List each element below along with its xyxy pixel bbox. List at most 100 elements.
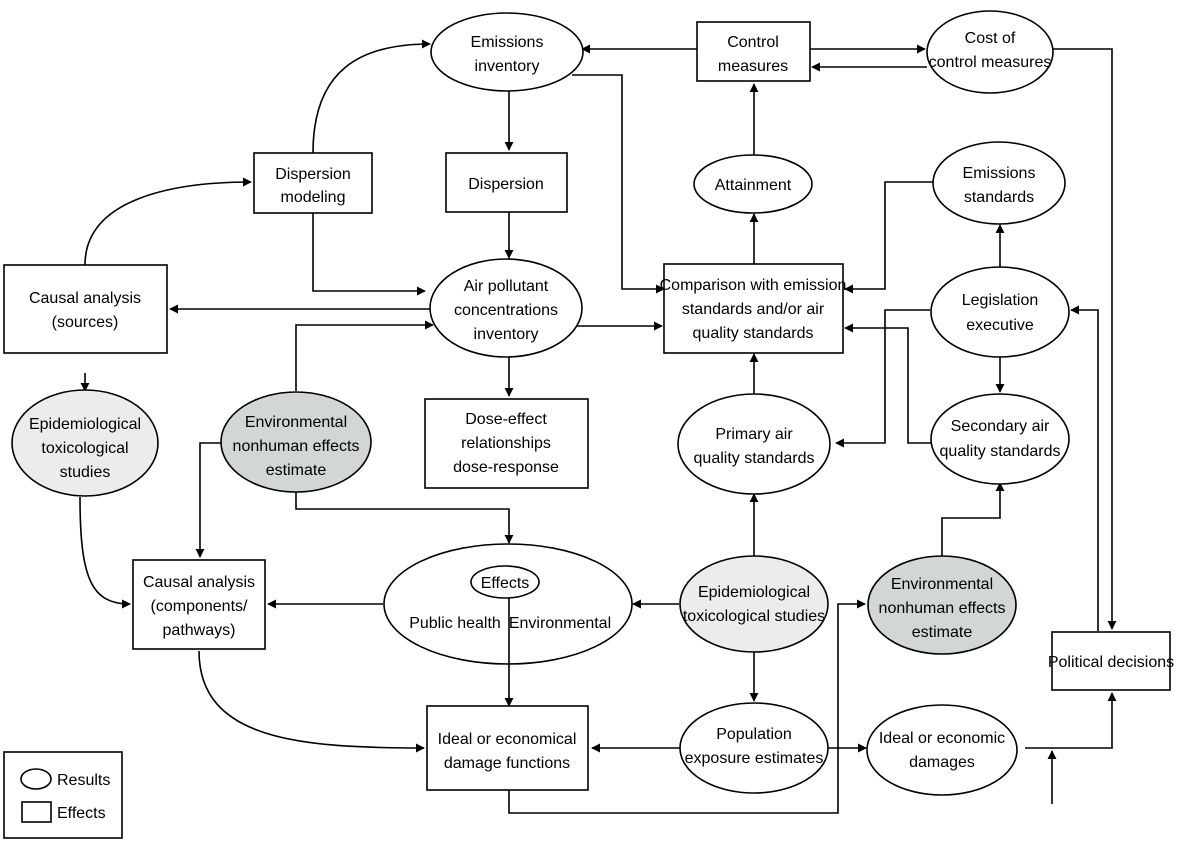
edge-modeling-to-air — [312, 213, 426, 296]
label-line: Dispersion — [468, 176, 544, 193]
label-line: quality standards — [940, 443, 1061, 460]
connectors — [79, 39, 1117, 814]
label-line: relationships — [461, 435, 551, 452]
edge-envleft-to-effects — [295, 482, 514, 544]
legend-box — [3, 751, 123, 839]
label-line: Dispersion — [275, 166, 351, 183]
label-line: Air pollutant — [464, 278, 549, 295]
node-dispersion-modeling: Dispersion modeling — [253, 152, 373, 214]
node-damages: Ideal or economic damages — [866, 704, 1018, 796]
label-public-health: Public health — [409, 615, 501, 632]
label-line: exposure estimates — [685, 750, 824, 767]
node-air-pollutant: Air pollutant concentrations inventory — [429, 258, 583, 358]
legend-effects-icon — [21, 801, 52, 823]
label-line: quality standards — [694, 450, 815, 467]
edge-secondary-to-comparison — [844, 323, 936, 444]
node-control-measures: Control measures — [696, 21, 811, 82]
label-line: damages — [909, 754, 975, 771]
label-line: Ideal or economic — [879, 730, 1005, 747]
label-line: standards — [964, 189, 1034, 206]
node-political-decisions: Political decisions — [1048, 631, 1174, 691]
label-line: toxicological — [41, 440, 128, 457]
node-population: Population exposure estimates — [679, 702, 829, 794]
node-dose-effect: Dose-effect relationships dose-response — [424, 398, 589, 489]
label-line: standards and/or air — [682, 301, 825, 318]
edge-envleft-to-components — [195, 442, 222, 558]
node-comparison: Comparison with emission standards and/o… — [660, 263, 847, 354]
legend: Results Effects — [3, 751, 123, 839]
label-line: Causal analysis — [29, 290, 141, 307]
label-line: inventory — [475, 58, 540, 75]
label-line: Primary air — [715, 426, 793, 443]
label-line: estimate — [912, 624, 973, 641]
node-causal-components: Causal analysis (components/ pathways) — [132, 559, 266, 650]
node-environmental-right: Environmental nonhuman effects estimate — [867, 555, 1017, 655]
label-line: Control — [727, 34, 779, 51]
label-line: dose-response — [453, 459, 559, 476]
label-environmental: Environmental — [509, 615, 611, 632]
label-line: (components/ — [151, 598, 248, 615]
node-secondary-aqs: Secondary air quality standards — [930, 393, 1070, 485]
edge-legislation-to-primary — [835, 309, 930, 448]
label-line: nonhuman effects — [233, 438, 360, 455]
node-cost-control: Cost of control measures — [926, 10, 1054, 94]
label-line: modeling — [281, 189, 346, 206]
label-line: estimate — [266, 462, 327, 479]
node-primary-aqs: Primary air quality standards — [677, 393, 831, 495]
node-attainment: Attainment — [693, 154, 813, 214]
label-line: nonhuman effects — [879, 600, 1006, 617]
label-line: Ideal or economical — [438, 731, 577, 748]
edge-sources-to-modeling — [84, 177, 252, 266]
edge-political-to-legislation — [1070, 305, 1099, 631]
label-line: Environmental — [245, 414, 347, 431]
edge-damage-to-envright — [508, 599, 866, 814]
node-effects — [470, 565, 540, 599]
legend-results-label: Results — [57, 772, 110, 789]
node-epidemiological-left: Epidemiological toxicological studies — [11, 389, 159, 497]
label-line: quality standards — [693, 325, 814, 342]
node-damage-functions: Ideal or economical damage functions — [426, 705, 589, 791]
node-environmental-left: Environmental nonhuman effects estimate — [220, 391, 372, 493]
edge-epi-to-components — [79, 496, 131, 609]
node-effects-group: Effects Public health Environmental — [383, 543, 633, 665]
label-line: Emissions — [963, 165, 1036, 182]
label-line: Comparison with emission — [660, 277, 847, 294]
node-dispersion: Dispersion — [445, 152, 568, 213]
label-line: Attainment — [715, 177, 792, 194]
label-line: studies — [60, 464, 111, 481]
label-line: Epidemiological — [29, 416, 141, 433]
label-line: Population — [716, 726, 792, 743]
edge-envright-to-secondary — [941, 482, 1005, 556]
label-line: measures — [718, 58, 788, 75]
label-line: inventory — [474, 326, 539, 343]
label-line: Emissions — [471, 34, 544, 51]
label-line: Causal analysis — [143, 574, 255, 591]
label-line: Environmental — [891, 576, 993, 593]
label-line: pathways) — [163, 622, 236, 639]
label-line: Cost of — [965, 30, 1016, 47]
label-line: Epidemiological — [698, 584, 810, 601]
edge-emstd-to-comparison — [844, 181, 933, 294]
label-line: Dose-effect — [465, 411, 547, 428]
edge-modeling-to-emissions — [312, 39, 431, 154]
edge-envleft-to-air — [295, 320, 434, 391]
node-epidemiological-center: Epidemiological toxicological studies — [679, 555, 829, 653]
edge-components-to-damage — [198, 650, 425, 753]
legend-results-icon — [20, 768, 52, 790]
node-legislation: Legislation executive — [930, 266, 1070, 358]
node-emissions-inventory: Emissions inventory — [430, 12, 584, 92]
label-line: damage functions — [444, 755, 570, 772]
label-line: control measures — [929, 54, 1052, 71]
node-causal-sources: Causal analysis (sources) — [3, 264, 168, 354]
edge-damages-to-political — [1025, 692, 1117, 749]
label-effects: Effects — [481, 575, 530, 592]
label-line: toxicological studies — [683, 608, 825, 625]
legend-effects-label: Effects — [57, 805, 106, 822]
edge-cost-to-political — [1053, 48, 1117, 630]
label-line: Political decisions — [1048, 654, 1174, 671]
label-line: Legislation — [962, 292, 1039, 309]
label-line: Secondary air — [951, 418, 1050, 435]
label-line: concentrations — [454, 302, 558, 319]
node-emissions-standards: Emissions standards — [932, 141, 1066, 225]
